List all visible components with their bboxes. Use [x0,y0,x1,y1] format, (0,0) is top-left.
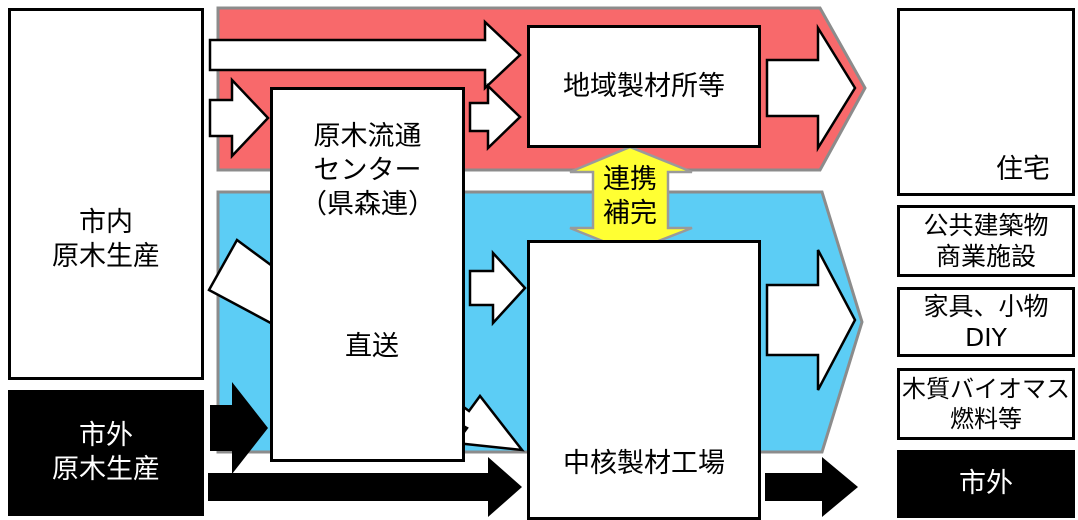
destination-biomass: 木質バイオマス 燃料等 [897,368,1075,440]
destination-housing: 住宅 [897,8,1075,196]
arrow-outside-to-center [210,382,268,474]
destination-furniture: 家具、小物 DIY [897,287,1075,357]
arrow-local-to-center [208,76,270,160]
arrow-regional-out [765,23,857,153]
destination-outside-city: 市外 [897,450,1075,518]
destination-housing-label: 住宅 [996,154,1050,186]
arrow-core-out [765,249,857,391]
log-distribution-center: 原木流通 センター （県森連） [270,87,465,462]
outside-log-production: 市外 原木生産 [8,390,204,516]
destination-public-buildings: 公共建築物 商業施設 [897,205,1075,277]
regional-sawmills: 地域製材所等 [527,25,761,148]
cooperation-label: 連携 補完 [603,164,657,229]
arrow-local-to-regional [208,19,522,91]
arrow-center-to-regional [468,83,522,151]
core-sawmill: 中核製材工場 [527,240,761,520]
arrow-center-to-core [468,249,527,327]
arrow-outside-to-core [208,457,522,517]
arrow-to-outside-market [765,457,858,517]
direct-shipping-label: 直送 [345,331,399,362]
local-log-production: 市内 原木生産 [8,8,204,380]
